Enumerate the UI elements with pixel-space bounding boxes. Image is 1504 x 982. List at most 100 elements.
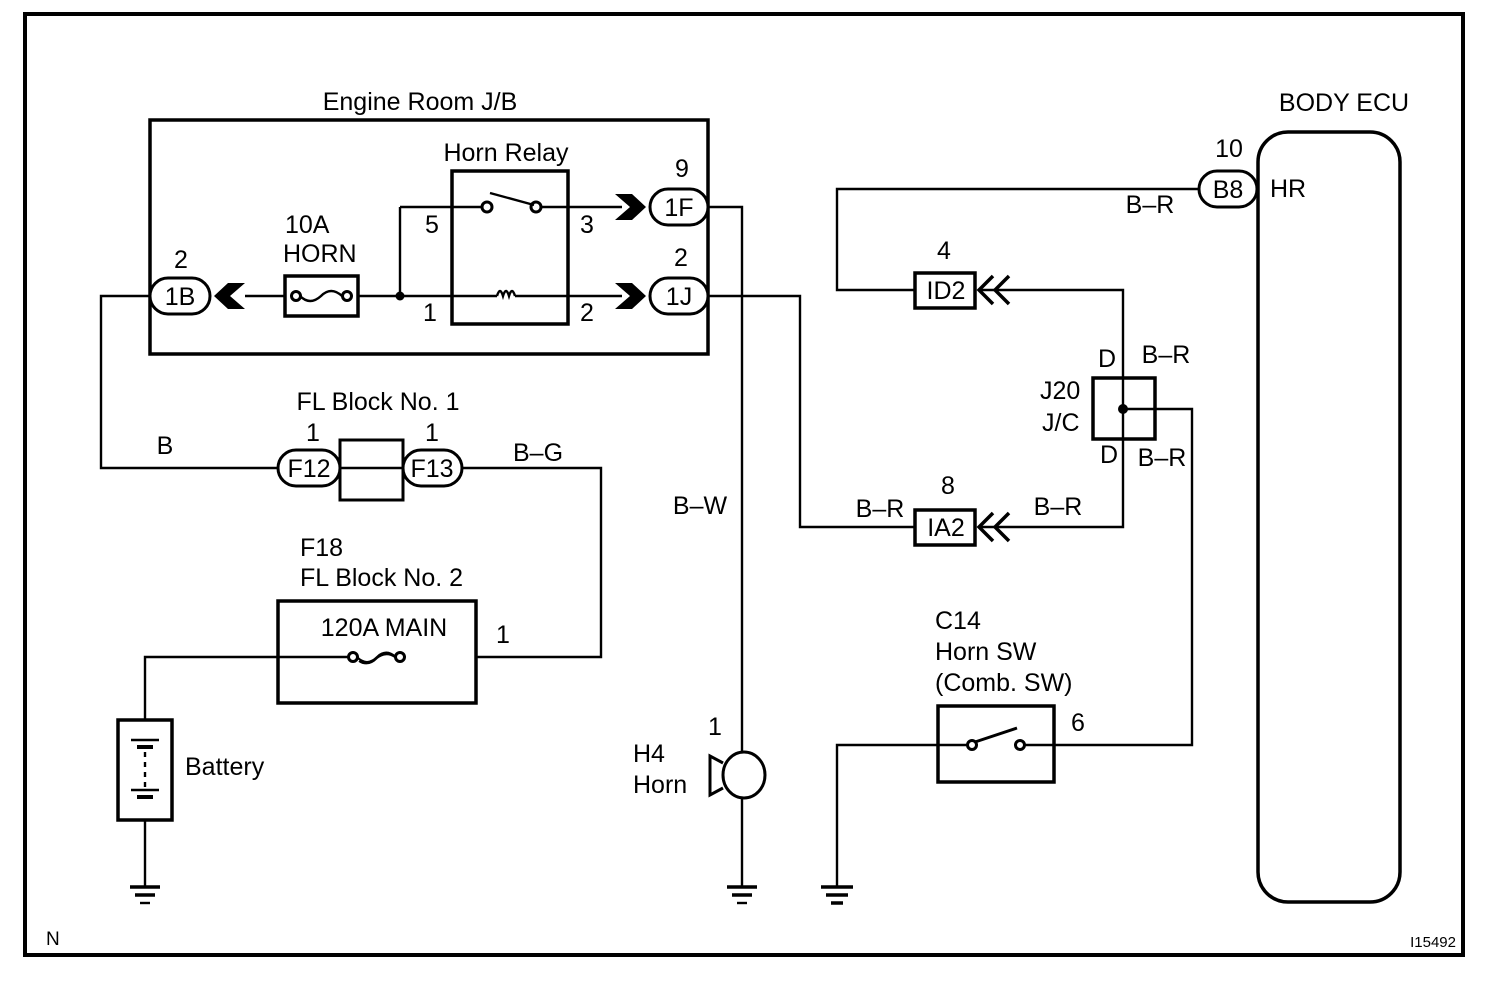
horn-label: Horn	[633, 771, 687, 799]
battery-box	[116, 718, 174, 822]
horn-bell-icon	[708, 753, 724, 798]
connector-1b: 1B 2	[148, 246, 245, 316]
ground-icon	[727, 885, 757, 905]
connector-chevron-icon	[976, 511, 995, 543]
horn-icon	[721, 750, 767, 800]
fuse-terminal-right	[341, 290, 353, 302]
battery-label: Battery	[185, 753, 265, 781]
fuse-horn: 10A HORN	[283, 211, 360, 318]
connector-ia2-box	[913, 508, 977, 547]
horn-pin: 1	[708, 713, 722, 741]
connector-1f-name: 1F	[664, 194, 693, 222]
wire-color-b-r-b8: B–R	[1126, 191, 1175, 219]
connector-f12-name: F12	[287, 455, 330, 483]
connector-ia2-name: IA2	[927, 514, 965, 542]
fuse-icon	[299, 289, 343, 303]
wire-b	[99, 294, 278, 470]
connector-f13-pin: 1	[425, 419, 439, 447]
connector-1j-pin: 2	[674, 244, 688, 272]
connector-id2-pin: 4	[937, 237, 951, 265]
battery: Battery	[116, 718, 265, 822]
connector-1b-name: 1B	[165, 283, 196, 311]
main-fuse-terminal-left	[347, 651, 359, 663]
connector-chevron-icon	[992, 274, 1011, 306]
fl-block-2: F18 FL Block No. 2 120A MAIN 1	[276, 534, 510, 705]
wire-id2-b8	[835, 187, 1199, 292]
horn-relay-label: Horn Relay	[443, 139, 569, 167]
horn-switch-contact	[966, 739, 978, 751]
connector-id2-name: ID2	[927, 277, 966, 305]
figure-id: I15492	[1410, 934, 1456, 951]
wire-color-b-r-ia2: B–R	[1034, 493, 1083, 521]
engine-room-jb-box	[148, 118, 710, 356]
connector-1j-name: 1J	[666, 283, 692, 311]
horn-relay-box	[450, 169, 570, 326]
figure-code: N	[46, 929, 60, 950]
wire-color-b-r-jc-bottom: B–R	[1138, 444, 1187, 472]
battery-cell-short	[137, 745, 153, 749]
connector-f13-name: F13	[410, 455, 453, 483]
relay-pin-3: 3	[580, 211, 594, 239]
main-fuse-label: 120A MAIN	[321, 614, 447, 642]
wire-color-b-r-1j: B–R	[856, 495, 905, 523]
junction-pin-top: D	[1098, 345, 1116, 373]
fl-block-2-code: F18	[300, 534, 343, 562]
connector-ia2: IA2 8	[913, 472, 1011, 547]
wire-color-b: B	[157, 432, 174, 460]
connector-b8-name: B8	[1213, 176, 1244, 204]
relay-pin-1: 1	[423, 299, 437, 327]
horn-switch-sublabel: (Comb. SW)	[935, 669, 1073, 697]
fl-block-2-box	[276, 599, 478, 705]
horn-switch: C14 Horn SW (Comb. SW) 6	[935, 607, 1085, 784]
wire-b-w	[708, 205, 744, 752]
battery-cell-short	[137, 795, 153, 799]
horn-switch-arm-icon	[974, 726, 1018, 744]
fuse-horn-rating: 10A	[285, 211, 330, 239]
main-fuse-icon	[356, 651, 397, 665]
fl-block-2-pin: 1	[496, 621, 510, 649]
relay-pin-5: 5	[425, 211, 439, 239]
fl-block-1: FL Block No. 1 F12 1 F13 1	[276, 388, 464, 502]
fl-block-1-box	[338, 438, 405, 502]
connector-b8-pin: 10	[1215, 135, 1243, 163]
body-ecu: BODY ECU HR	[1256, 89, 1409, 904]
ground-icon	[130, 885, 160, 905]
fuse-terminal-left	[290, 290, 302, 302]
horn-switch-pin: 6	[1071, 709, 1085, 737]
connector-1f: 1F 9	[615, 155, 710, 227]
junction-label: J/C	[1042, 409, 1080, 437]
connector-arrow-icon	[615, 283, 646, 309]
fuse-horn-box	[283, 274, 360, 318]
connector-f12-pin: 1	[306, 419, 320, 447]
connector-f12-shell	[276, 448, 342, 488]
fl-block-2-label: FL Block No. 2	[300, 564, 463, 592]
engine-room-jb-label: Engine Room J/B	[323, 88, 518, 116]
relay-coil-icon	[495, 289, 517, 301]
wire-battery-positive	[143, 655, 348, 720]
horn-switch-label: Horn SW	[935, 638, 1037, 666]
relay-pin-2: 2	[580, 299, 594, 327]
body-ecu-terminal: HR	[1270, 175, 1306, 203]
connector-ia2-pin: 8	[941, 472, 955, 500]
horn-code: H4	[633, 740, 665, 768]
wire-b-r-ia2-jc	[981, 440, 1125, 529]
horn-switch-code: C14	[935, 607, 981, 635]
horn-switch-contact	[1014, 739, 1026, 751]
wire-b-r-1j	[708, 294, 915, 529]
connector-1f-pin: 9	[675, 155, 689, 183]
body-ecu-label: BODY ECU	[1279, 89, 1409, 117]
wire-jc-horn-switch	[1055, 407, 1194, 747]
horn-relay: Horn Relay 5 3 1 2	[423, 139, 594, 327]
wire-b-g	[462, 466, 603, 659]
junction-j20: J20 J/C D D B–R B–R	[1040, 341, 1190, 472]
horn: 1 H4 Horn	[633, 713, 767, 800]
connector-arrow-icon	[615, 194, 646, 220]
fl-block-1-label: FL Block No. 1	[296, 388, 459, 416]
diagram-frame	[23, 12, 1465, 957]
wire-color-b-r-jc-top: B–R	[1142, 341, 1191, 369]
wire-color-b-g: B–G	[513, 439, 563, 467]
junction-code: J20	[1040, 377, 1080, 405]
connector-id2: ID2 4	[913, 237, 1011, 310]
wire-jc-id2	[981, 288, 1125, 378]
